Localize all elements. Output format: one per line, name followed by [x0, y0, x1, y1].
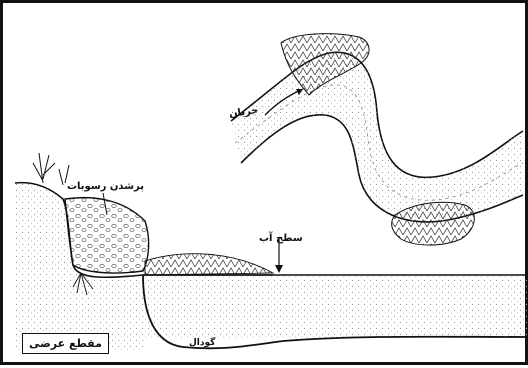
pit-label: گودال	[189, 338, 215, 348]
sediment-fill-label: پرشدن رسوبات	[67, 181, 144, 192]
sediment-fill	[65, 198, 149, 273]
water-level-label: سطح آب	[259, 233, 303, 244]
meander-channel	[231, 34, 523, 245]
plant-stems	[33, 153, 69, 185]
vegetation-mat	[145, 254, 273, 275]
channel-water	[231, 52, 523, 222]
water-level-arrowhead	[275, 265, 283, 273]
water-body	[143, 275, 528, 339]
cross-section-label: مقطع عرضی	[22, 333, 109, 354]
